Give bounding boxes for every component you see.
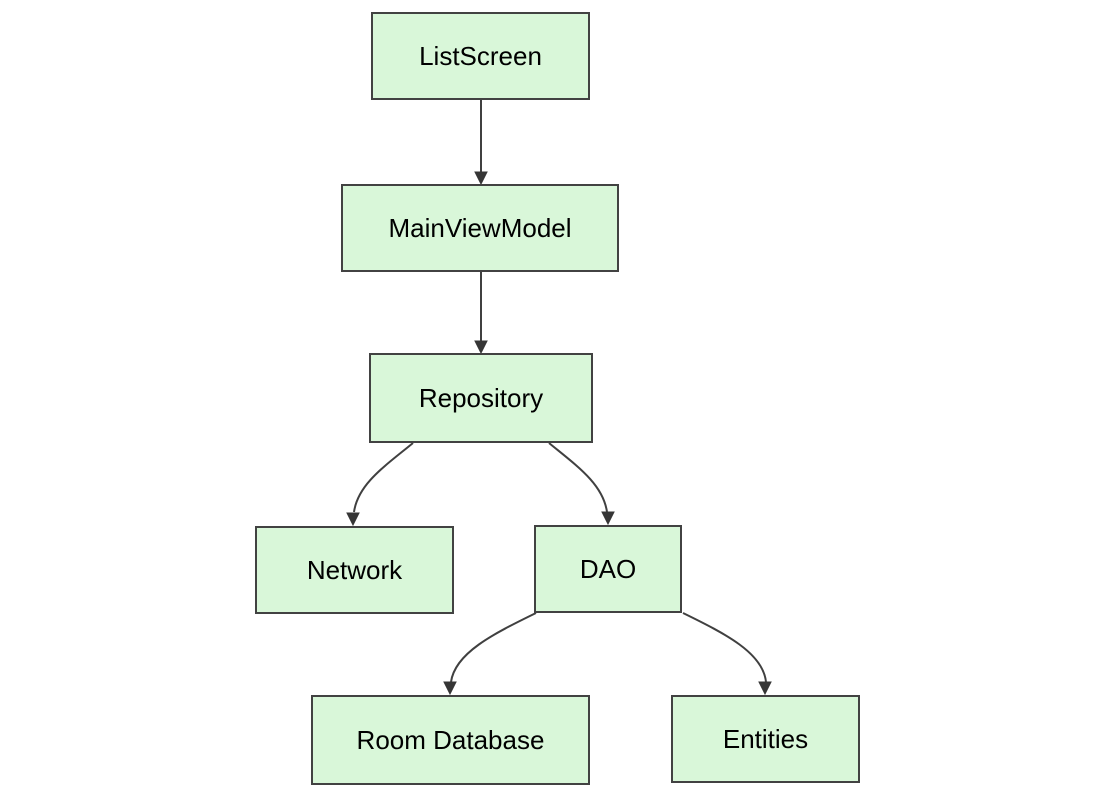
node-mainviewmodel-label: MainViewModel (388, 213, 572, 243)
node-network-label: Network (306, 555, 403, 585)
node-dao: DAO (534, 525, 682, 613)
node-repository-label: Repository (418, 383, 544, 413)
node-listscreen-label: ListScreen (419, 41, 542, 71)
edge-repository-dao (548, 442, 608, 513)
node-roomdatabase-label: Room Database (356, 725, 545, 755)
arrowhead-repository (474, 340, 488, 355)
arrowhead-mainviewmodel (474, 171, 488, 186)
node-listscreen: ListScreen (371, 12, 590, 100)
arrowhead-roomdatabase (443, 681, 457, 696)
edge-repository-network (353, 442, 414, 513)
arrowhead-dao (601, 511, 615, 526)
node-roomdatabase: Room Database (311, 695, 590, 785)
node-network: Network (255, 526, 454, 614)
arrowhead-network (346, 512, 360, 527)
node-mainviewmodel: MainViewModel (341, 184, 619, 272)
node-entities-label: Entities (722, 724, 809, 754)
edge-dao-entities (682, 612, 767, 683)
node-repository: Repository (369, 353, 593, 443)
arrowhead-entities (758, 681, 772, 696)
node-dao-label: DAO (579, 554, 637, 584)
edge-dao-roomdatabase (450, 612, 537, 683)
node-entities: Entities (671, 695, 860, 783)
